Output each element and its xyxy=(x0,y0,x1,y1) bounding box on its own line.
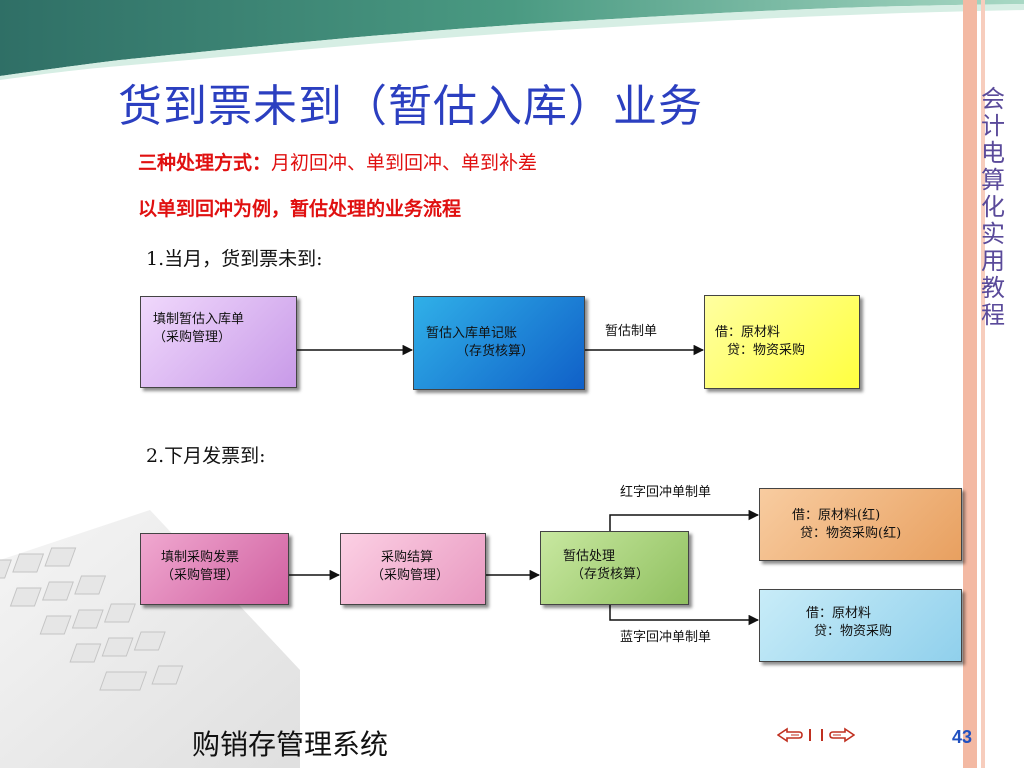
arrow-label-estimate: 暂估制单 xyxy=(605,324,658,339)
box-line: 借：原材料 xyxy=(806,606,872,621)
section-1-heading: 1.当月，货到票未到: xyxy=(146,248,323,270)
box-line: 贷：物资采购 xyxy=(814,624,893,639)
box-line: 填制暂估入库单 xyxy=(153,312,245,327)
side-char: 化 xyxy=(981,193,1005,221)
flow2-box-red-voucher: 借：原材料(红) 贷：物资采购(红) xyxy=(759,488,962,561)
side-stripe-thin xyxy=(981,0,985,768)
arrow-2-red xyxy=(609,509,760,531)
side-char: 会 xyxy=(981,85,1005,113)
methods-text: 月初回冲、单到回冲、单到补差 xyxy=(271,152,538,174)
box-line: 采购结算 xyxy=(381,550,434,565)
box-line: 借：原材料 xyxy=(715,325,781,340)
flow2-box-settlement: 采购结算 （采购管理） xyxy=(340,533,486,605)
example-line: 以单到回冲为例，暂估处理的业务流程 xyxy=(138,198,462,220)
flow1-box-record: 暂估入库单记账 （存货核算） xyxy=(413,296,585,390)
box-line: （存货核算） xyxy=(456,344,535,359)
side-title: 会 计 电 算 化 实 用 教 程 xyxy=(978,86,1008,329)
arrow-label-red: 红字回冲单制单 xyxy=(620,485,712,500)
nav-separator-icon xyxy=(809,729,823,741)
arrow-2-blue xyxy=(609,603,760,626)
arrow-label-blue: 蓝字回冲单制单 xyxy=(620,630,712,645)
banner-wave xyxy=(0,0,1024,80)
side-char: 实 xyxy=(981,220,1005,248)
box-line: （采购管理） xyxy=(153,330,232,345)
methods-line: 三种处理方式：月初回冲、单到回冲、单到补差 xyxy=(138,148,537,175)
flow2-box-invoice: 填制采购发票 （采购管理） xyxy=(140,533,289,605)
box-line: 贷：物资采购 xyxy=(727,343,806,358)
side-stripe xyxy=(963,0,977,768)
box-line: 暂估处理 xyxy=(563,549,616,564)
section-2-heading: 2.下月发票到: xyxy=(146,445,266,467)
flow1-box-voucher: 借：原材料 贷：物资采购 xyxy=(704,295,860,389)
box-line: 暂估入库单记账 xyxy=(426,326,518,341)
side-char: 电 xyxy=(981,139,1005,167)
box-line: 填制采购发票 xyxy=(161,550,240,565)
flow2-box-estimate-process: 暂估处理 （存货核算） xyxy=(540,531,689,605)
footer-title: 购销存管理系统 xyxy=(192,728,389,761)
side-char: 程 xyxy=(981,301,1005,329)
box-line: （存货核算） xyxy=(571,567,650,582)
side-char: 算 xyxy=(981,166,1005,194)
methods-label: 三种处理方式： xyxy=(138,152,272,174)
keyboard-image xyxy=(0,510,300,768)
side-char: 用 xyxy=(981,247,1005,275)
flow2-box-blue-voucher: 借：原材料 贷：物资采购 xyxy=(759,589,962,662)
page-number: 43 xyxy=(952,727,973,747)
box-line: （采购管理） xyxy=(371,568,450,583)
box-line: 贷：物资采购(红) xyxy=(800,526,902,541)
side-char: 教 xyxy=(981,274,1005,302)
next-hand-icon[interactable] xyxy=(829,726,855,744)
side-char: 计 xyxy=(981,112,1005,140)
box-line: （采购管理） xyxy=(161,568,240,583)
box-line: 借：原材料(红) xyxy=(792,508,881,523)
prev-hand-icon[interactable] xyxy=(777,726,803,744)
slide-title: 货到票未到（暂估入库）业务 xyxy=(118,81,703,132)
flow1-box-fill-entry: 填制暂估入库单 （采购管理） xyxy=(140,296,297,388)
